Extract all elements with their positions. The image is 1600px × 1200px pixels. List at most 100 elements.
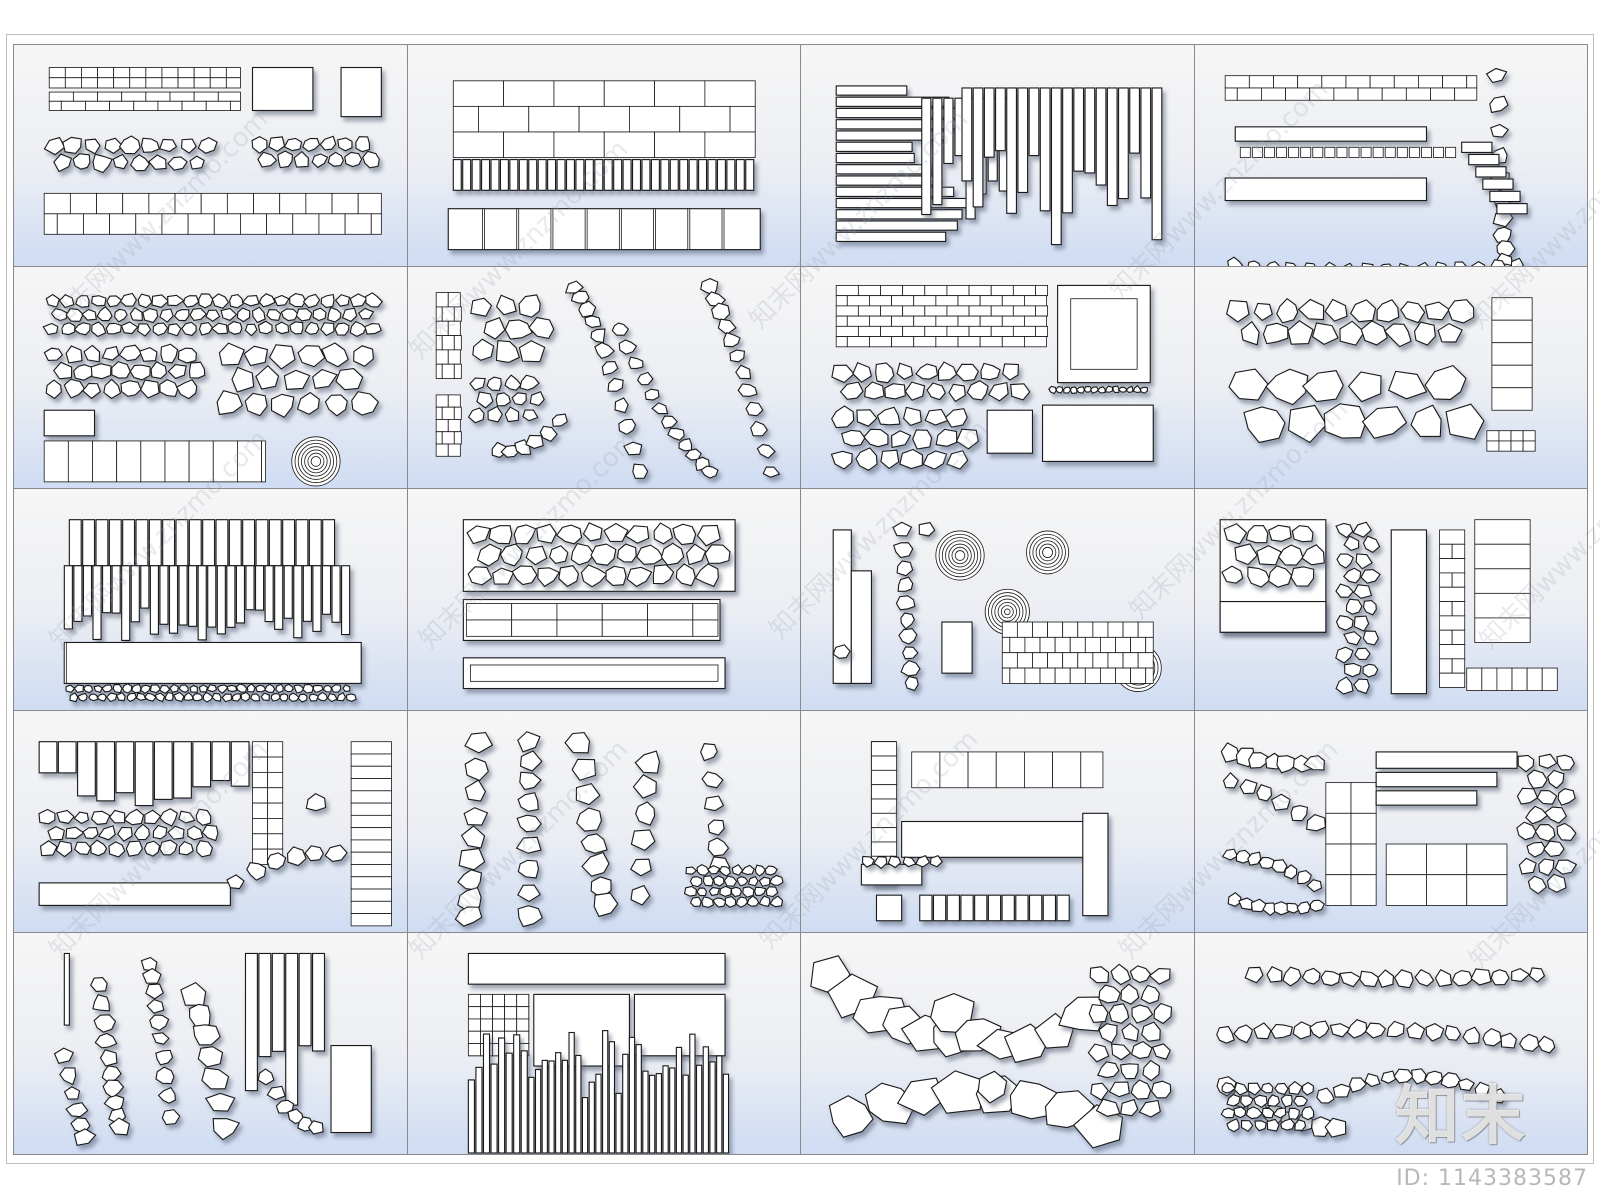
paver-stone (1120, 983, 1140, 1005)
ring-paver (1042, 546, 1054, 558)
paver-slab (1451, 572, 1465, 588)
paver-slab (1425, 874, 1467, 906)
paver-slab (267, 787, 284, 804)
paver-stone (1346, 1019, 1367, 1039)
paver-slab (729, 105, 756, 133)
paver-stone (1434, 261, 1447, 266)
paver-slab (703, 80, 756, 107)
panel-drawing (1224, 67, 1528, 266)
paver-slab (1062, 87, 1073, 214)
paver-slab (447, 349, 461, 365)
paver-slab (68, 519, 82, 567)
paver-stone (875, 362, 895, 384)
paver-slab (295, 519, 309, 567)
paver-stone (159, 308, 174, 323)
paver-slab (48, 100, 62, 111)
paver-slab (228, 519, 242, 567)
paver-slab (452, 105, 479, 133)
paver-stone (330, 684, 342, 693)
paver-slab (350, 827, 392, 841)
paver-stone (1543, 806, 1567, 824)
paver-slab (1284, 87, 1310, 101)
paver-slab (441, 406, 455, 420)
paver-panel-rock-arc (14, 933, 408, 1155)
paver-stone (1222, 523, 1247, 545)
paver-slab (1248, 75, 1274, 89)
paver-slab (622, 159, 632, 191)
paver-slab (502, 80, 554, 107)
paver-slab (254, 565, 265, 611)
paver-slab (1006, 87, 1017, 214)
paver-stone (1319, 970, 1340, 987)
paver-slab (581, 1097, 588, 1154)
paver-slab (1035, 285, 1048, 297)
paver-panel-stone-column (1194, 489, 1588, 711)
paver-stone (1536, 790, 1557, 805)
paver-slab (1092, 621, 1109, 638)
panel-drawing (835, 85, 1163, 246)
paver-stone (1361, 406, 1407, 439)
paver-stone (465, 525, 491, 545)
paver-slab (686, 208, 690, 251)
paver-stone (675, 563, 696, 587)
paver-stone (887, 855, 902, 869)
paver-slab (145, 77, 163, 89)
paver-slab (162, 519, 176, 567)
paver-stone (486, 405, 503, 423)
paver-slab (97, 67, 115, 79)
paver-slab (1137, 621, 1154, 638)
paver-slab (1393, 75, 1419, 89)
paver-stone (1538, 753, 1558, 769)
paver-stone (929, 855, 944, 868)
paver-stone (56, 809, 75, 824)
paver-stone (96, 693, 107, 702)
paver-stone (275, 1099, 295, 1114)
paver-slab (202, 519, 216, 567)
paver-slab (133, 100, 159, 111)
paver-stone (475, 391, 493, 409)
paver-slab (1360, 146, 1372, 158)
paver-stone (945, 408, 968, 428)
paver-stone (1220, 742, 1241, 763)
paver-stone (1142, 1059, 1161, 1082)
paver-stone (201, 1067, 230, 1090)
paver-slab (1263, 146, 1275, 158)
paver-slab (188, 440, 214, 483)
paver-slab (192, 741, 212, 788)
paver-panel-plank-fence (14, 489, 408, 711)
paver-slab (961, 87, 973, 182)
paver-panel-strip-stack (801, 45, 1195, 267)
paver-stone (485, 376, 502, 391)
paver-slab (1069, 636, 1086, 654)
paver-stone (311, 153, 329, 169)
paver-stone (302, 683, 314, 694)
paver-slab (835, 209, 963, 220)
paver-stone (1525, 841, 1546, 858)
paver-slab (1473, 568, 1531, 594)
paver-stone (937, 361, 958, 381)
paver-stone (527, 316, 554, 340)
paver-stone (152, 824, 168, 840)
paver-slab (990, 325, 1014, 337)
watermark-logo: 知末 (1395, 1080, 1527, 1154)
paver-slab (1438, 601, 1453, 617)
paver-stone (602, 522, 629, 543)
paver-slab (1541, 667, 1558, 691)
paver-stone (898, 628, 918, 645)
paver-stone (570, 542, 595, 566)
paver-stone (831, 405, 855, 429)
paver-slab (913, 315, 937, 327)
paver-slab (1473, 592, 1531, 619)
paver-slab (1272, 75, 1298, 89)
paver-slab (510, 619, 557, 637)
paver-slab (205, 100, 231, 111)
paver-slab (82, 565, 93, 617)
paver-stone (1526, 769, 1548, 789)
paver-slab (508, 159, 518, 191)
paver-stone (255, 684, 267, 693)
paver-slab (67, 440, 93, 483)
paver-slab (1140, 87, 1152, 199)
paver-slab (1296, 75, 1322, 89)
paver-stone (1075, 386, 1086, 394)
paver-stone (1232, 1024, 1253, 1044)
